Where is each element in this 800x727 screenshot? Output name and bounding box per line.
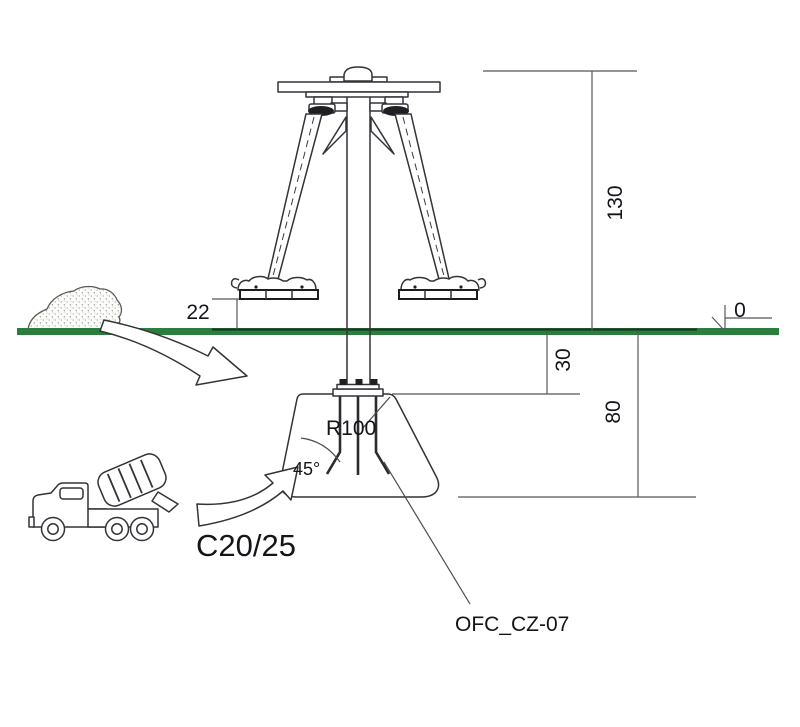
- seat-platform-right: [398, 275, 487, 300]
- arm-brace: [322, 116, 347, 155]
- ground-green-band: [17, 328, 779, 335]
- plate-bolt: [370, 379, 378, 385]
- plate-bolt: [355, 379, 363, 385]
- angle-arc: [300, 437, 341, 463]
- swing-arm-right: [370, 113, 451, 284]
- truck-wheels: [40, 516, 155, 542]
- anchor-bolts: [325, 396, 391, 475]
- cab-window: [59, 487, 84, 500]
- part-code-leader-line: [383, 461, 471, 605]
- dim-80-label: 80: [602, 400, 625, 423]
- top-assembly: [277, 66, 441, 117]
- dim-130-label: 130: [604, 185, 627, 220]
- dim-0-label: 0: [734, 299, 746, 322]
- radius-leader-line: [361, 396, 391, 430]
- dim-30-label: 30: [552, 348, 575, 371]
- head-rail: [305, 91, 409, 98]
- carousel-equipment: [230, 66, 487, 386]
- concrete-class-label: C20/25: [196, 528, 296, 563]
- hanger-pivot-left: [308, 96, 348, 116]
- concrete-mixer-truck-icon: [28, 453, 179, 542]
- seat-end-hook: [230, 277, 240, 289]
- datum-level-arrow-icon: [711, 305, 772, 330]
- mixer-drum: [97, 453, 167, 507]
- dome-cap: [343, 66, 373, 82]
- part-code-label: OFC_CZ-07: [455, 613, 569, 636]
- radius-label: R100: [326, 417, 376, 440]
- dim-22-label: 22: [186, 301, 209, 324]
- seat-platform-left: [230, 275, 319, 300]
- hanger-pivot-right: [369, 96, 410, 117]
- base-plate: [332, 379, 384, 397]
- crossbar: [277, 81, 441, 93]
- discharge-chute: [151, 491, 179, 513]
- plate-bolt: [339, 379, 347, 385]
- swing-arm-left: [266, 113, 347, 284]
- concrete-foundation: [279, 379, 440, 498]
- central-mast: [346, 92, 371, 386]
- front-bumper: [28, 516, 35, 528]
- sand-pile-icon: [27, 285, 123, 331]
- ground-line: [17, 328, 779, 335]
- curved-fill-arrow-icon: [99, 319, 248, 386]
- curved-pour-arrow-icon: [196, 466, 299, 527]
- angle-label: 45°: [293, 459, 320, 479]
